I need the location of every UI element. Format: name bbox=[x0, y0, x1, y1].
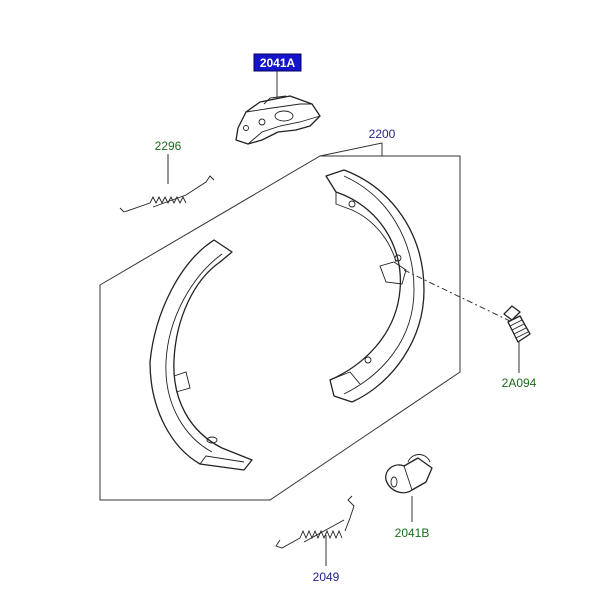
actuator-drawing[interactable] bbox=[235, 95, 321, 145]
kit-frame-bracket bbox=[319, 142, 460, 157]
kit-frame bbox=[99, 155, 461, 501]
cylinder-pin-drawing[interactable] bbox=[385, 454, 433, 494]
right-brake-shoe-drawing[interactable] bbox=[325, 169, 425, 403]
left-brake-shoe-drawing[interactable] bbox=[149, 239, 253, 471]
lower-spring-drawing[interactable] bbox=[275, 495, 355, 549]
upper-spring-drawing[interactable] bbox=[119, 175, 215, 213]
part-code-2200[interactable]: 2200 bbox=[369, 127, 396, 141]
part-code-2a094[interactable]: 2A094 bbox=[502, 376, 537, 390]
part-label-2041a[interactable]: 2041A bbox=[253, 53, 302, 72]
axis-line bbox=[403, 269, 513, 323]
part-code-2041b[interactable]: 2041B bbox=[395, 526, 430, 540]
part-code-2041a: 2041A bbox=[260, 56, 296, 70]
part-code-2049[interactable]: 2049 bbox=[313, 570, 340, 584]
adjuster-bolt-drawing[interactable] bbox=[503, 305, 531, 343]
part-code-2296[interactable]: 2296 bbox=[155, 139, 182, 153]
